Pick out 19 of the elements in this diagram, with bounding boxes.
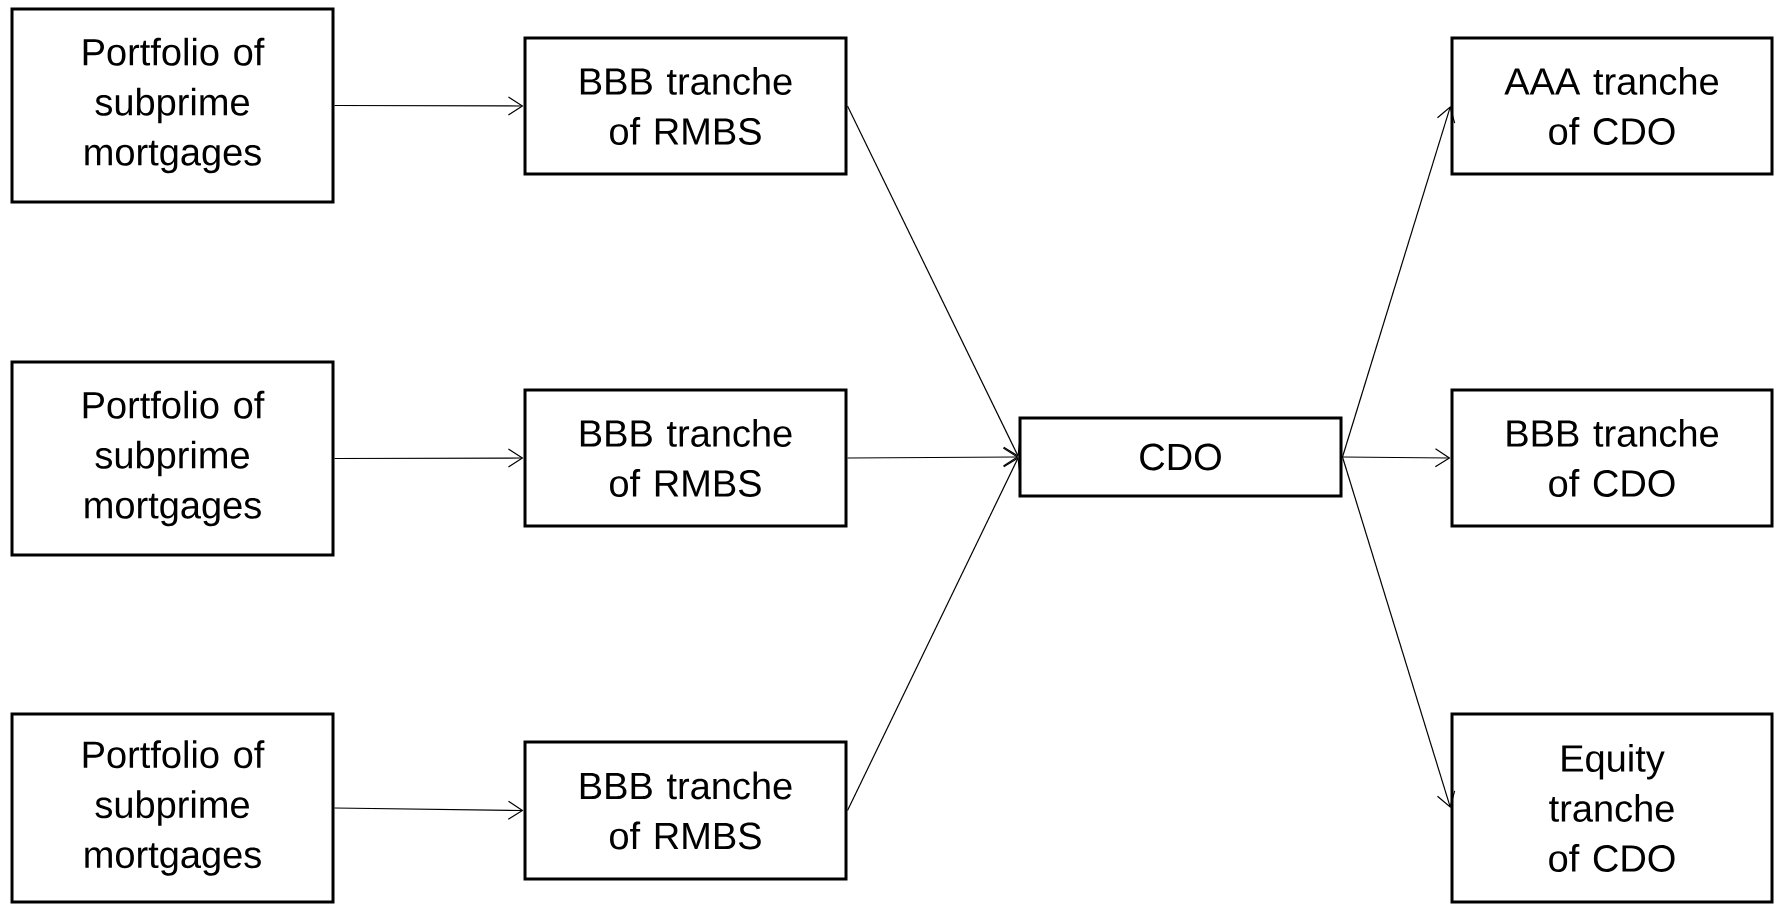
arrow xyxy=(846,105,1021,457)
process-box: BBB tranche of RMBS xyxy=(523,740,848,881)
process-box: BBB tranche of RMBS xyxy=(523,36,848,176)
process-box: BBB tranche of RMBS xyxy=(523,388,848,528)
process-box: BBB tranche of CDO xyxy=(1450,388,1774,528)
process-box: Equity tranche of CDO xyxy=(1450,712,1774,904)
arrow xyxy=(333,800,524,820)
arrow xyxy=(1341,456,1456,808)
process-box: CDO xyxy=(1018,416,1343,498)
arrow xyxy=(846,447,1019,467)
process-box: Portfolio of subprime mortgages xyxy=(10,7,335,204)
process-box: Portfolio of subprime mortgages xyxy=(10,360,335,557)
arrow xyxy=(1341,448,1451,468)
arrow xyxy=(333,96,524,116)
process-box: AAA tranche of CDO xyxy=(1450,36,1774,176)
process-box: Portfolio of subprime mortgages xyxy=(10,712,335,904)
arrow xyxy=(1341,106,1456,458)
arrow xyxy=(846,457,1021,812)
arrow xyxy=(333,448,524,468)
